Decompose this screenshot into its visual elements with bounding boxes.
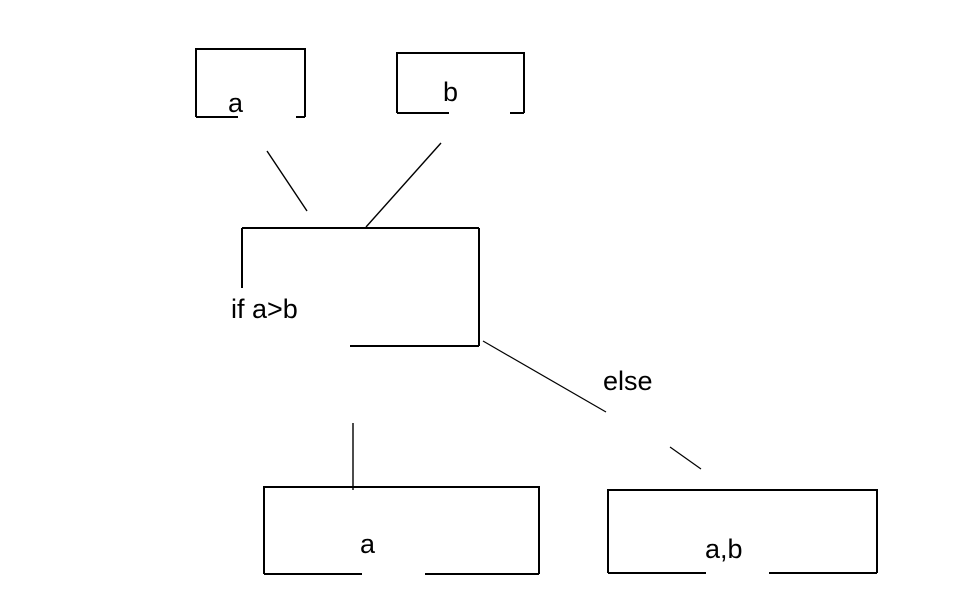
node-input-a-outline bbox=[195, 48, 306, 117]
edge-b-to-condition bbox=[365, 142, 442, 228]
node-output-ab-label: a,b bbox=[705, 534, 743, 564]
node-input-b-label: b bbox=[443, 77, 458, 107]
node-input-a[interactable]: a bbox=[195, 48, 306, 118]
node-input-b[interactable]: b bbox=[396, 52, 525, 114]
edge-a-to-condition bbox=[266, 150, 308, 212]
node-input-a-label: a bbox=[228, 88, 244, 118]
node-output-a-label: a bbox=[360, 529, 376, 559]
node-output-a-outline bbox=[263, 486, 540, 574]
node-condition[interactable]: if a>b bbox=[231, 227, 480, 347]
node-output-a[interactable]: a bbox=[263, 486, 540, 575]
edge-condition-else-upper bbox=[482, 340, 607, 413]
node-output-ab[interactable]: a,b bbox=[607, 489, 878, 574]
node-input-b-outline bbox=[396, 52, 525, 113]
node-condition-label: if a>b bbox=[231, 294, 298, 324]
edge-condition-else-label: else bbox=[603, 366, 653, 396]
node-output-ab-outline bbox=[607, 489, 878, 573]
edge-condition-else-lower bbox=[669, 446, 702, 470]
